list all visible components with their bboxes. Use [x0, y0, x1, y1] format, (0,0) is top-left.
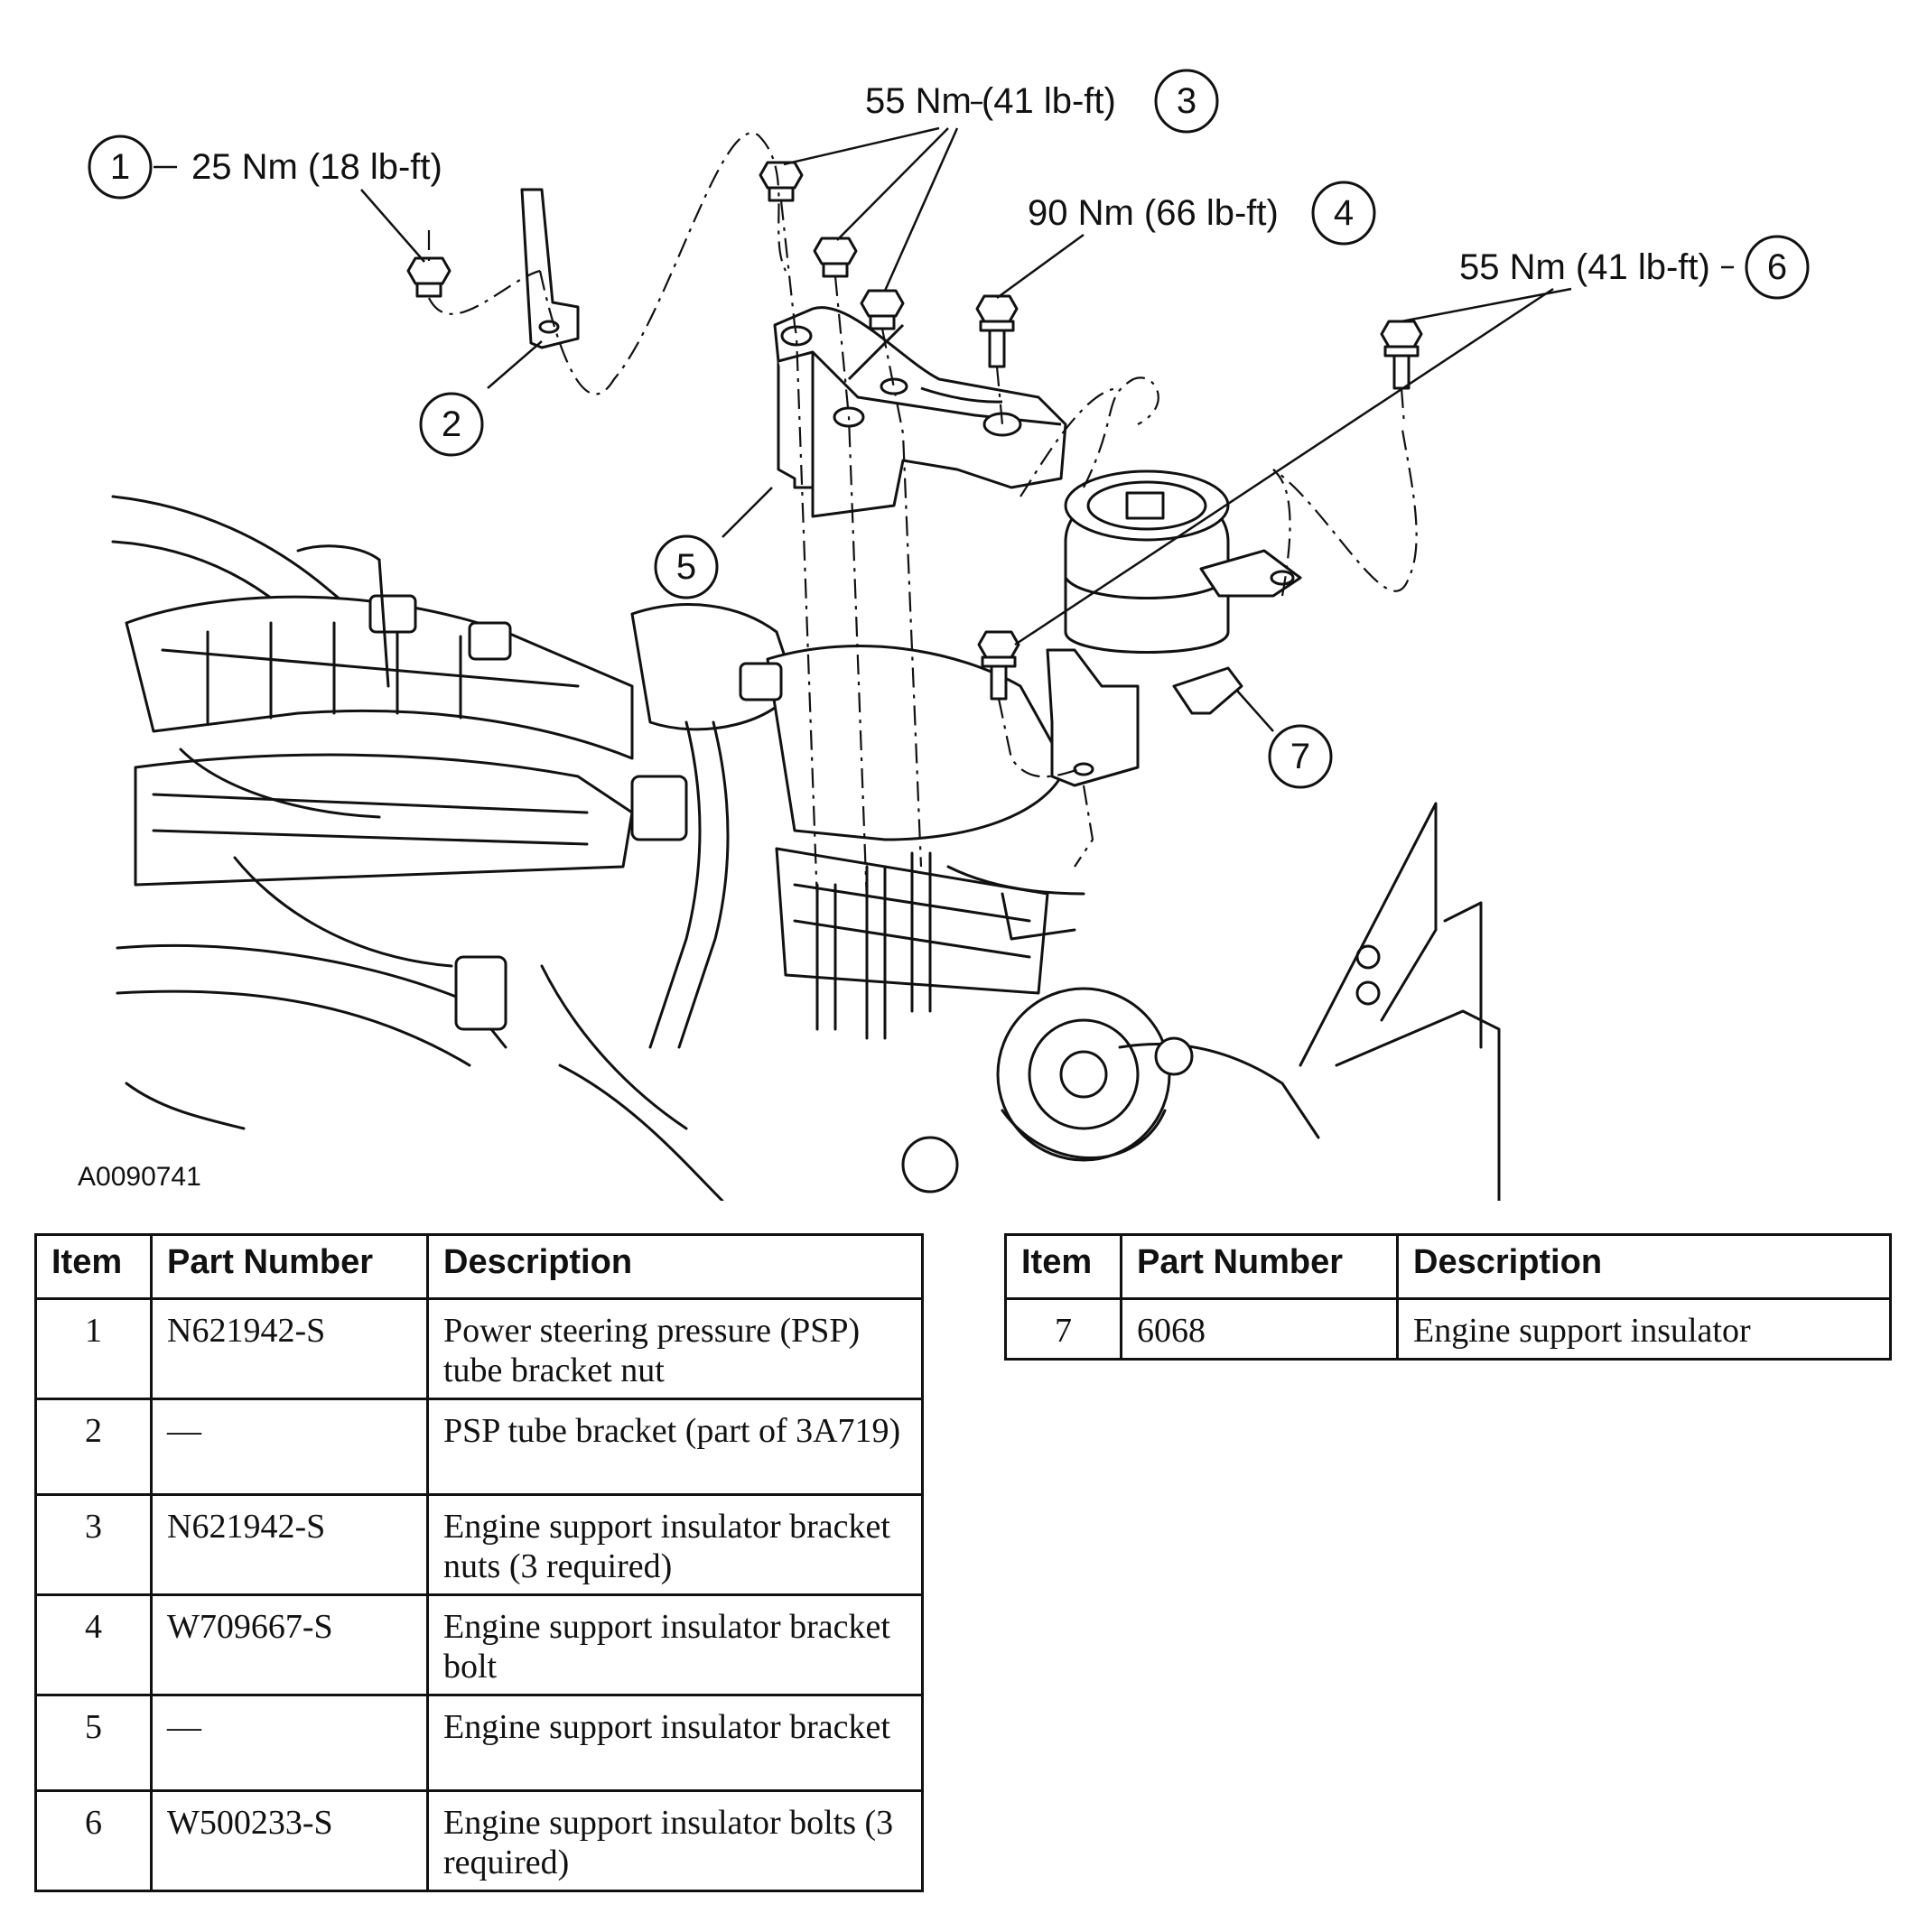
psp-tube-bracket	[520, 188, 580, 349]
cell-item: 1	[34, 1297, 153, 1400]
callout-6-number: 6	[1767, 247, 1787, 287]
callout-circles	[88, 69, 1810, 789]
fasteners	[406, 161, 1423, 701]
table-row: 7 6068 Engine support insulator	[1004, 1297, 1892, 1361]
cell-item: 2	[34, 1398, 153, 1496]
parts-table-left: Item Part Number Description 1 N621942-S…	[34, 1233, 924, 1892]
cell-item: 5	[34, 1694, 153, 1792]
cell-item: 7	[1004, 1297, 1122, 1361]
cell-description: Engine support insulator	[1396, 1297, 1892, 1361]
table-row: 2 — PSP tube bracket (part of 3A719)	[34, 1398, 924, 1496]
cell-part-number: —	[150, 1398, 429, 1496]
header-part-number: Part Number	[1120, 1233, 1399, 1300]
exploded-diagram: 1 2 3 4 5 6 7 25 Nm (18 lb-ft) 55 Nm (41…	[78, 69, 1810, 1201]
alignment-lines	[427, 132, 1418, 904]
table-row: 3 N621942-S Engine support insulator bra…	[34, 1493, 924, 1596]
callout-4-torque: 90 Nm (66 lb-ft)	[1028, 193, 1279, 233]
engine-support-insulator	[1046, 469, 1302, 787]
engine-illustration	[111, 495, 1501, 1201]
table-row: 1 N621942-S Power steering pressure (PSP…	[34, 1297, 924, 1400]
cell-description: Engine support insulator bolts (3 requir…	[426, 1789, 924, 1892]
callout-4-number: 4	[1334, 193, 1354, 233]
cell-description: Engine support insulator bracket nuts (3…	[426, 1493, 924, 1596]
cell-description: Engine support insulator bracket	[426, 1694, 924, 1792]
callout-2-number: 2	[442, 404, 461, 444]
header-item: Item	[34, 1233, 153, 1300]
cell-description: Power steering pressure (PSP) tube brack…	[426, 1297, 924, 1400]
table-header-row: Item Part Number Description	[1004, 1233, 1892, 1300]
callout-1-torque: 25 Nm (18 lb-ft)	[191, 147, 442, 187]
table-row: 4 W709667-S Engine support insulator bra…	[34, 1593, 924, 1696]
callout-1-number: 1	[110, 147, 130, 187]
cell-description: PSP tube bracket (part of 3A719)	[426, 1398, 924, 1496]
engine-support-insulator-bracket	[773, 306, 1067, 518]
callout-6-torque: 55 Nm (41 lb-ft)	[1459, 247, 1710, 287]
cell-item: 6	[34, 1789, 153, 1892]
leader-lines	[154, 101, 1734, 732]
header-item: Item	[1004, 1233, 1122, 1300]
callout-5-number: 5	[676, 547, 696, 587]
callout-3-number: 3	[1177, 81, 1196, 121]
cell-item: 4	[34, 1593, 153, 1696]
table-header-row: Item Part Number Description	[34, 1233, 924, 1300]
table-row: 6 W500233-S Engine support insulator bol…	[34, 1789, 924, 1892]
header-description: Description	[1396, 1233, 1892, 1300]
cell-part-number: W709667-S	[150, 1593, 429, 1696]
table-row: 5 — Engine support insulator bracket	[34, 1694, 924, 1792]
parts-table-right: Item Part Number Description 7 6068 Engi…	[1004, 1233, 1892, 1361]
cell-part-number: N621942-S	[150, 1493, 429, 1596]
cell-part-number: 6068	[1120, 1297, 1399, 1361]
callout-7-number: 7	[1290, 737, 1310, 776]
cell-part-number: W500233-S	[150, 1789, 429, 1892]
cell-item: 3	[34, 1493, 153, 1596]
header-part-number: Part Number	[150, 1233, 429, 1300]
cell-part-number: —	[150, 1694, 429, 1792]
callout-3-torque: 55 Nm (41 lb-ft)	[865, 81, 1116, 121]
cell-part-number: N621942-S	[150, 1297, 429, 1400]
cell-description: Engine support insulator bracket bolt	[426, 1593, 924, 1696]
figure-id: A0090741	[78, 1162, 201, 1192]
header-description: Description	[426, 1233, 924, 1300]
